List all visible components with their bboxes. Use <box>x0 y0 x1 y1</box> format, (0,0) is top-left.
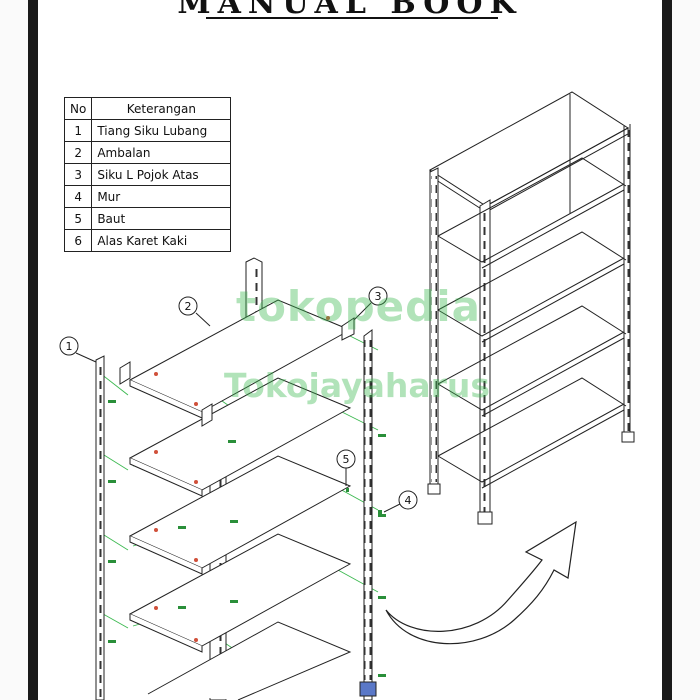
page-title: MANUAL BOOK <box>177 0 523 21</box>
assembled-shelves <box>437 157 627 489</box>
callout-4: 4 <box>383 490 418 513</box>
legend-header-no: No <box>63 97 93 120</box>
legend-label: Siku L Pojok Atas <box>91 163 232 186</box>
legend-label: Mur <box>91 185 232 208</box>
shelf-assembly-drawing: 1 2 3 4 <box>59 91 635 700</box>
legend-label: Tiang Siku Lubang <box>91 119 232 142</box>
back-corner-post <box>245 257 263 321</box>
part-callouts: 1 2 3 4 <box>59 286 418 513</box>
manual-sheet: MANUAL BOOK No Keterangan 1 Tiang Siku L… <box>38 0 662 700</box>
bolts-and-nuts <box>108 316 386 677</box>
brand-watermark: tokopedia <box>236 282 481 331</box>
legend-header-row: No Keterangan <box>63 97 232 120</box>
legend-row: 6 Alas Karet Kaki <box>63 229 232 252</box>
legend-row: 1 Tiang Siku Lubang <box>63 119 232 142</box>
svg-text:2: 2 <box>185 300 192 313</box>
svg-text:3: 3 <box>375 290 382 303</box>
corner-brackets <box>119 317 355 427</box>
exploded-view: 1 2 3 4 <box>59 257 418 700</box>
callout-2: 2 <box>178 296 211 327</box>
title-underline <box>206 17 498 19</box>
legend-no: 1 <box>63 119 93 142</box>
legend-header-keterangan: Keterangan <box>91 97 232 120</box>
callout-1: 1 <box>59 336 97 363</box>
svg-text:4: 4 <box>405 494 412 507</box>
shelf-panels <box>128 299 352 700</box>
svg-text:5: 5 <box>343 453 350 466</box>
legend-row: 2 Ambalan <box>63 141 232 164</box>
legend-label: Alas Karet Kaki <box>91 229 232 252</box>
legend-row: 4 Mur <box>63 185 232 208</box>
legend-row: 3 Siku L Pojok Atas <box>63 163 232 186</box>
legend-no: 6 <box>63 229 93 252</box>
shop-watermark: Tokojayaharus <box>224 366 491 405</box>
assembled-rack-view <box>427 91 635 525</box>
right-corner-post <box>359 329 377 700</box>
svg-text:1: 1 <box>66 340 73 353</box>
callout-3: 3 <box>353 286 388 321</box>
left-corner-post <box>95 355 105 700</box>
parts-legend-table: No Keterangan 1 Tiang Siku Lubang 2 Amba… <box>63 97 232 252</box>
legend-no: 5 <box>63 207 93 230</box>
callout-5: 5 <box>336 449 356 486</box>
curved-arrow-icon <box>385 520 577 645</box>
